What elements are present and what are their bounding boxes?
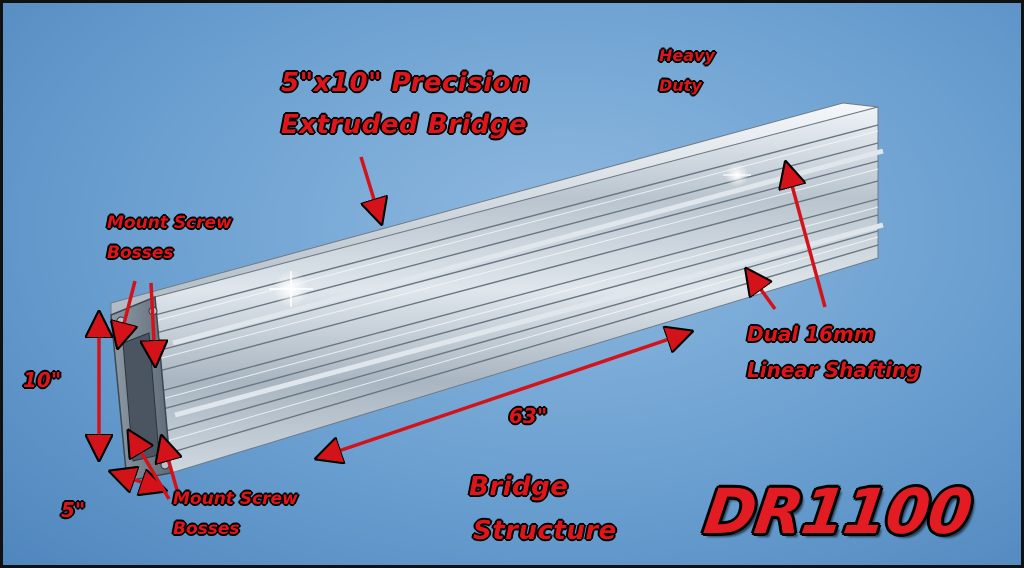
sparkle-glints xyxy=(269,163,751,307)
linear-shaft-lower xyxy=(174,222,884,418)
dr1100-logo: DR1100 xyxy=(699,475,976,548)
heavy-duty-line-2: Duty xyxy=(659,76,702,95)
width-dimension: 5" xyxy=(61,498,86,522)
mount-screw-bottom-line-2: Bosses xyxy=(173,519,240,539)
heavy-duty-line-1: Heavy xyxy=(659,46,715,65)
shafting-line-1: Dual 16mm xyxy=(747,322,875,346)
mount-screw-top-line-2: Bosses xyxy=(107,243,174,263)
mount-screw-bottom-line-1: Mount Screw xyxy=(173,489,298,509)
structure-line-2: Structure xyxy=(473,516,617,546)
mount-screw-top-line-1: Mount Screw xyxy=(107,213,232,233)
shafting-line-2: Linear Shafting xyxy=(747,358,921,382)
bridge-illustration xyxy=(3,102,884,500)
height-dimension: 10" xyxy=(23,368,62,392)
structure-line-1: Bridge xyxy=(469,472,569,502)
title-line-2: Extruded Bridge xyxy=(281,110,528,140)
title-line-1: 5"x10" Precision xyxy=(281,68,530,98)
annotation-arrows xyxy=(99,156,827,500)
length-dimension: 63" xyxy=(509,404,548,428)
linear-shaft-upper xyxy=(172,148,884,346)
